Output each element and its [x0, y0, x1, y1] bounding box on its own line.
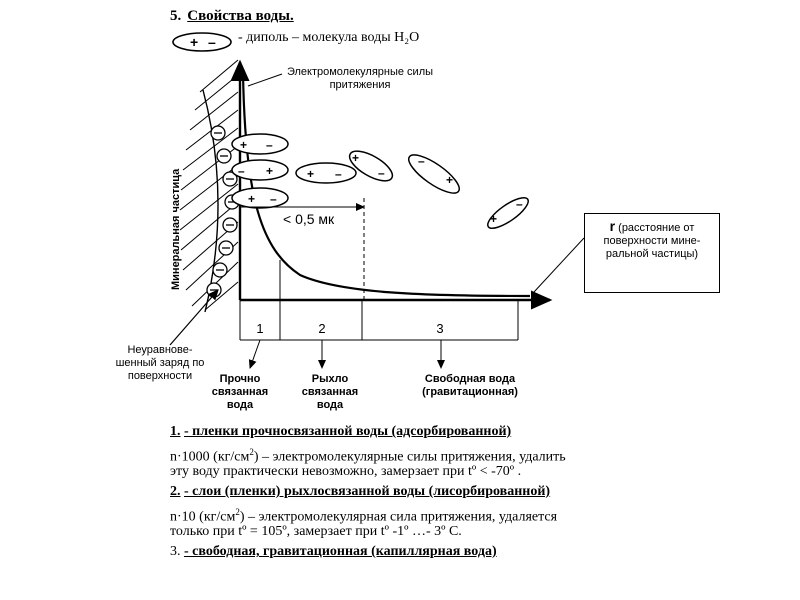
note-1-number: 1.: [170, 424, 181, 439]
note-2-line-2: только при tº = 105º, замерзает при tº -…: [170, 522, 462, 542]
distance-label: < 0,5 мк: [283, 211, 334, 227]
bound-dipoles: [232, 134, 532, 233]
r-distance-box: r (расстояние от поверхности мине-рально…: [584, 213, 720, 293]
zone-1-label: Прочно связанная вода: [210, 373, 270, 412]
r-description: (расстояние от поверхности мине-ральной …: [604, 222, 701, 260]
note-3-title: 3. - свободная, гравитационная (капилляр…: [170, 542, 497, 562]
zone-3-label: Свободная вода (гравитационная): [395, 373, 545, 399]
svg-text:+: +: [248, 192, 255, 206]
uneven-charge-label: Неуравнове-шенный заряд по поверхности: [110, 344, 210, 383]
mineral-particle-label: Минеральная частица: [170, 170, 184, 290]
surface-charges: [207, 126, 239, 297]
svg-text:+: +: [240, 138, 247, 152]
svg-text:–: –: [266, 138, 273, 152]
electromolecular-label: Электромолекулярные силы притяжения: [285, 66, 435, 92]
zone-3-number: 3: [430, 321, 450, 336]
svg-text:+: +: [307, 167, 314, 181]
svg-text:–: –: [378, 166, 385, 180]
svg-text:+: +: [352, 151, 359, 165]
note-1-line-2: эту воду практически невозможно, замерза…: [170, 462, 521, 482]
svg-text:+: +: [490, 212, 497, 226]
svg-text:+: +: [446, 173, 453, 187]
svg-text:–: –: [238, 164, 245, 178]
note-1-heading: - пленки прочносвязанной воды (адсорбиро…: [184, 424, 511, 439]
zone-arrows: [250, 340, 441, 368]
note-3-heading: - свободная, гравитационная (капиллярная…: [184, 544, 497, 559]
note-2-number: 2.: [170, 484, 181, 499]
note-2-heading: - слои (пленки) рыхлосвязанной воды (лис…: [184, 484, 550, 499]
r-symbol: r: [610, 218, 615, 234]
note-3-number: 3.: [170, 544, 181, 559]
zone-2-label: Рыхло связанная вода: [290, 373, 370, 412]
zone-2-number: 2: [312, 321, 332, 336]
note-2-title: 2. - слои (пленки) рыхлосвязанной воды (…: [170, 482, 550, 502]
uneven-charge-arrow: [170, 290, 218, 345]
zone-1-number: 1: [250, 321, 270, 336]
svg-text:–: –: [516, 197, 523, 211]
note-1-title: 1. - пленки прочносвязанной воды (адсорб…: [170, 422, 511, 442]
svg-text:–: –: [270, 192, 277, 206]
svg-text:+: +: [266, 164, 273, 178]
electro-pointer: [248, 74, 282, 86]
force-curve: [243, 72, 530, 296]
r-pointer: [534, 238, 584, 292]
svg-text:–: –: [418, 154, 425, 168]
svg-text:–: –: [335, 167, 342, 181]
